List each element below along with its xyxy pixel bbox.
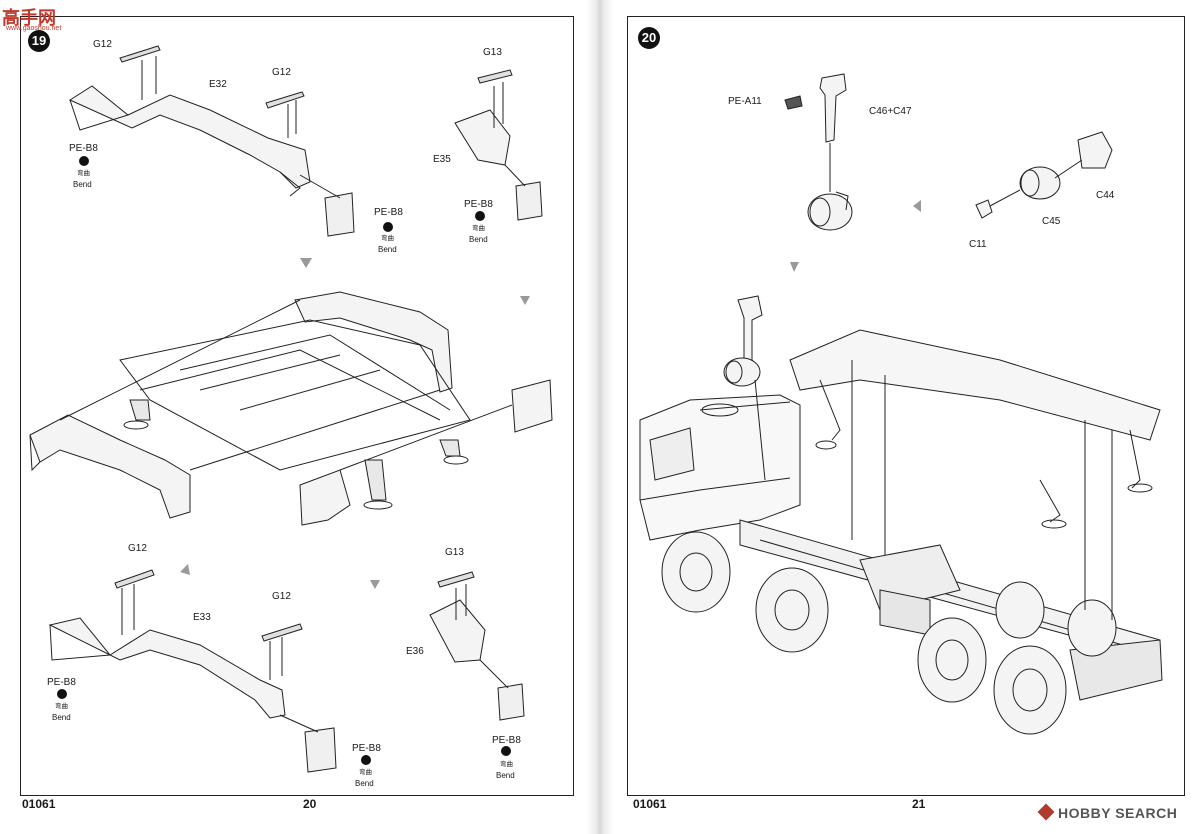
- bend-note: Bend: [469, 235, 488, 244]
- bend-note-cn: 弯曲: [359, 769, 372, 776]
- part-label-g13: G13: [483, 47, 502, 58]
- bend-note-cn: 弯曲: [77, 170, 90, 177]
- bend-note: Bend: [378, 245, 397, 254]
- part-label-e32: E32: [209, 79, 227, 90]
- part-label-g13: G13: [445, 547, 464, 558]
- part-label-pe-b8: PE-B8: [69, 143, 98, 154]
- watermark-site: www.gaoshou.net: [6, 25, 62, 32]
- part-label-g12: G12: [272, 67, 291, 78]
- part-label-c44: C44: [1096, 190, 1115, 201]
- catalog-number: 01061: [22, 797, 56, 811]
- part-label-g12: G12: [272, 591, 291, 602]
- part-label-e33: E33: [193, 612, 211, 623]
- bend-note-cn: 弯曲: [500, 761, 513, 768]
- step-19-badge: 19: [28, 30, 50, 52]
- watermark-brand: 高手网: [2, 8, 56, 28]
- bend-note-cn: 弯曲: [381, 235, 394, 242]
- part-label-pe-b8: PE-B8: [47, 677, 76, 688]
- left-page-artwork: [29, 45, 553, 773]
- part-label-g12: G12: [93, 39, 112, 50]
- part-label-g12: G12: [128, 543, 147, 554]
- bend-note: Bend: [73, 180, 92, 189]
- page-number: 20: [303, 797, 317, 811]
- bend-note-cn: 弯曲: [472, 225, 485, 232]
- bend-note: Bend: [52, 713, 71, 722]
- part-label-e36: E36: [406, 646, 424, 657]
- part-label-pe-a11: PE-A11: [728, 96, 762, 107]
- watermark-hobby-search: HOBBY SEARCH: [1058, 805, 1178, 821]
- part-label-pe-b8: PE-B8: [352, 743, 381, 754]
- book-gutter: [586, 0, 614, 834]
- step-20-badge: 20: [638, 27, 660, 49]
- part-label-pe-b8: PE-B8: [374, 207, 403, 218]
- bend-note: Bend: [355, 779, 374, 788]
- part-label-c45: C45: [1042, 216, 1061, 227]
- part-label-c11: C11: [969, 239, 987, 250]
- bend-note: Bend: [496, 771, 515, 780]
- part-label-pe-b8: PE-B8: [464, 199, 493, 210]
- bend-note-cn: 弯曲: [55, 703, 68, 710]
- page-number: 21: [912, 797, 926, 811]
- part-label-e35: E35: [433, 154, 451, 165]
- part-label-pe-b8: PE-B8: [492, 735, 521, 746]
- catalog-number: 01061: [633, 797, 667, 811]
- part-label-c46-c47: C46+C47: [869, 106, 912, 117]
